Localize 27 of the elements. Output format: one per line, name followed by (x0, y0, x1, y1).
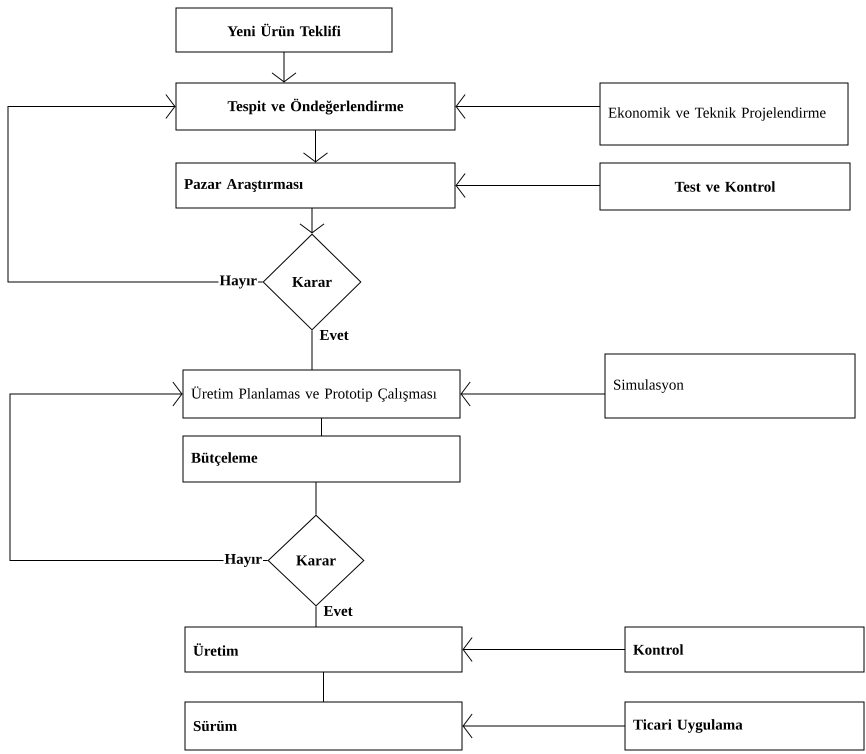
connector-line (321, 418, 322, 436)
arrow (272, 52, 296, 82)
process-box: Üretim (184, 626, 462, 672)
process-box: Simulasyon (604, 354, 856, 418)
process-box: Tespit ve Öndeğerlendirme (176, 82, 456, 130)
arrow (460, 382, 605, 406)
process-box: Yeni Ürün Teklifi (176, 8, 392, 52)
arrow (456, 173, 600, 198)
arrow (10, 382, 268, 561)
arrow (462, 714, 625, 738)
edge-label: Hayır (224, 552, 263, 568)
arrow (462, 637, 625, 662)
process-box: Ticari Uygulama (624, 702, 865, 750)
process-box: Pazar Araştırması (176, 162, 456, 208)
process-box: Test ve Kontrol (600, 162, 851, 210)
arrow (456, 94, 600, 119)
edge-label: Evet (322, 605, 354, 617)
edge-label: Evet (318, 329, 350, 341)
process-box: Ekonomik ve Teknik Projelendirme (600, 82, 849, 146)
process-box: Sürüm (184, 702, 462, 750)
edge-label: Hayır (218, 274, 258, 290)
arrow (8, 94, 263, 282)
process-box: Üretim Planlamas ve Prototip Çalışması (182, 370, 460, 418)
process-box: Kontrol (624, 626, 865, 672)
connector-line (323, 672, 324, 702)
arrow (303, 130, 328, 162)
process-box: Bütçeleme (182, 436, 460, 482)
